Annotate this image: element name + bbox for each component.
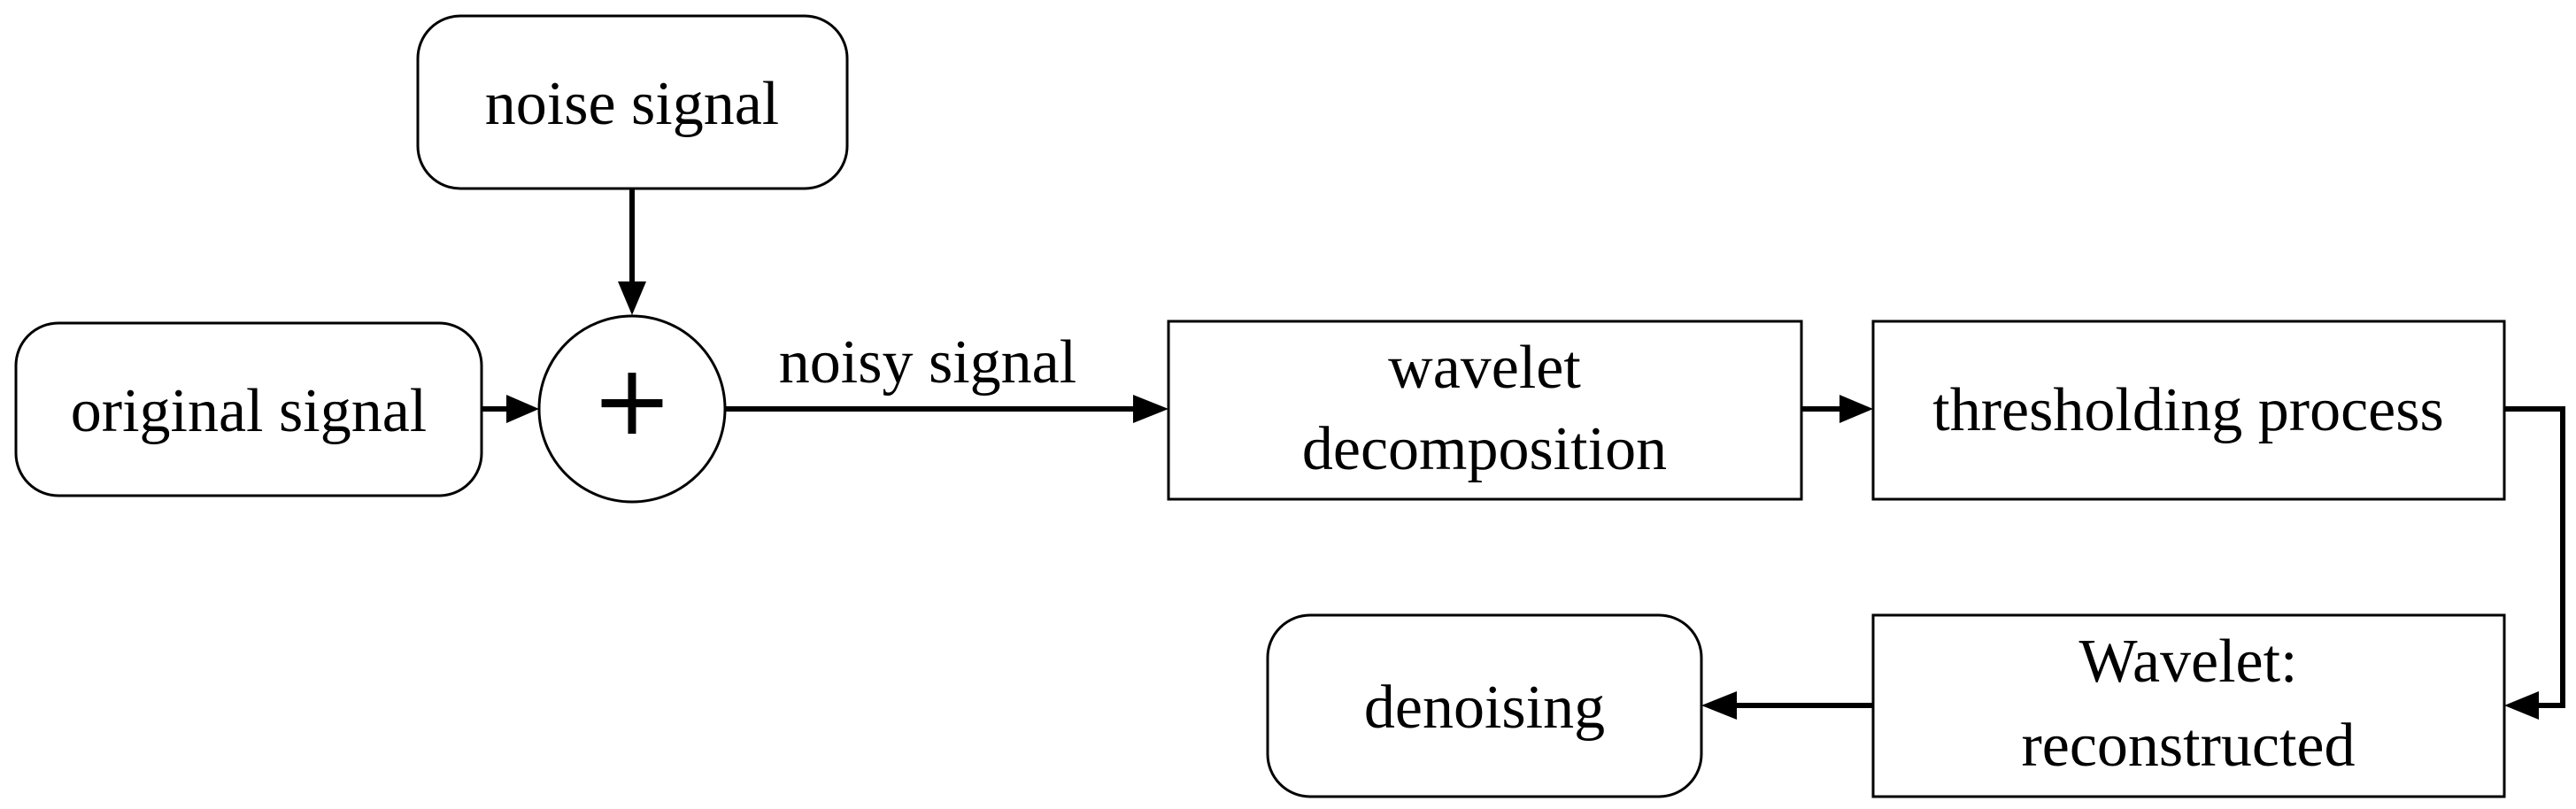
wavelet-reconstructed-label-line2: reconstructed xyxy=(2021,712,2355,780)
denoising-label: denoising xyxy=(1364,674,1605,742)
edge-adder-to-decomposition: noisy signal xyxy=(725,328,1168,423)
wavelet-reconstructed-label-line1: Wavelet: xyxy=(2079,628,2297,696)
wavelet-decomposition-node: wavelet decomposition xyxy=(1167,320,1803,501)
noisy-signal-edge-label: noisy signal xyxy=(779,328,1076,397)
edge-thresholding-to-reconstructed xyxy=(2504,406,2565,720)
edge-reconstructed-to-denoising xyxy=(1701,691,1873,720)
wavelet-decomposition-label-line1: wavelet xyxy=(1388,334,1581,402)
wavelet-reconstructed-node: Wavelet: reconstructed xyxy=(1871,613,2506,798)
noise-signal-node: noise signal xyxy=(416,14,849,190)
edge-decomposition-to-thresholding xyxy=(1801,395,1873,423)
denoising-node: denoising xyxy=(1266,613,1703,798)
wavelet-decomposition-label-line2: decomposition xyxy=(1302,415,1667,483)
edge-original-to-adder xyxy=(482,395,539,423)
edge-noise-to-adder xyxy=(618,189,646,315)
original-signal-node: original signal xyxy=(14,321,483,497)
adder-plus-symbol: + xyxy=(591,343,673,457)
original-signal-label: original signal xyxy=(71,377,427,445)
thresholding-process-node: thresholding process xyxy=(1871,320,2506,501)
thresholding-process-label: thresholding process xyxy=(1932,376,2443,444)
adder-node: + xyxy=(537,314,727,504)
noise-signal-label: noise signal xyxy=(485,70,779,138)
